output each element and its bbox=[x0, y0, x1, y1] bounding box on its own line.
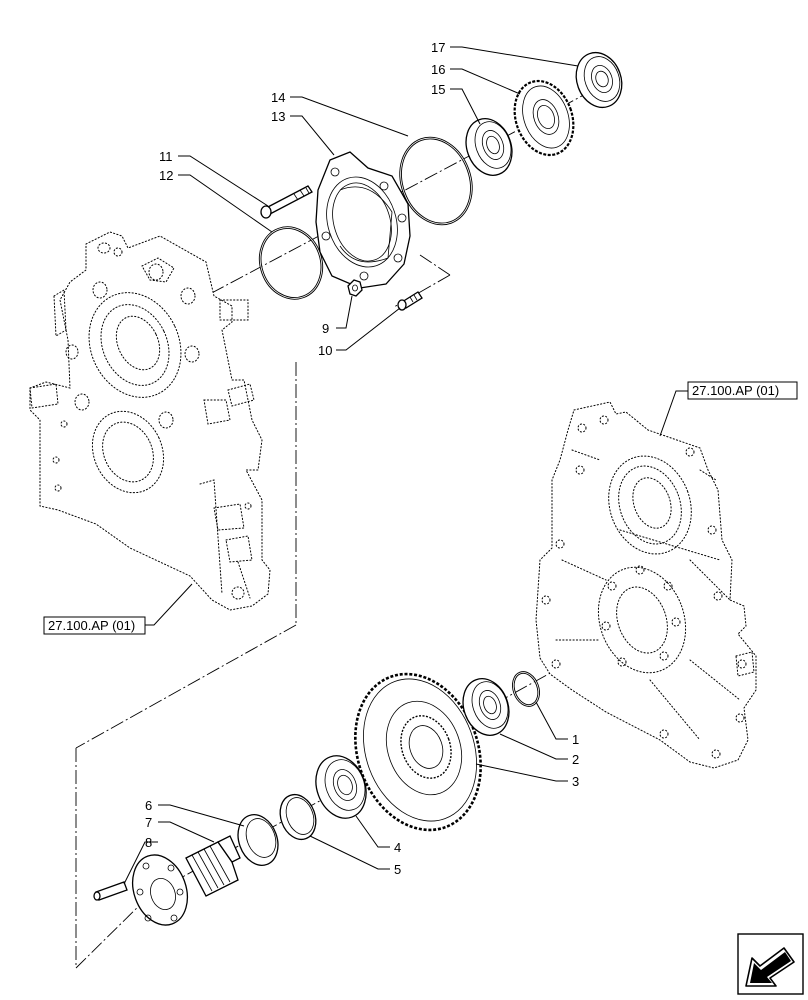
snap-ring-5 bbox=[279, 793, 317, 841]
o-ring-1 bbox=[512, 671, 540, 707]
bearing-17 bbox=[575, 51, 623, 109]
right-case bbox=[535, 401, 757, 769]
part-label-16: 16 bbox=[431, 62, 445, 77]
part-label-15: 15 bbox=[431, 82, 445, 97]
gear-16 bbox=[513, 79, 575, 157]
leader-lines bbox=[123, 46, 688, 885]
reference-box-right[interactable]: 27.100.AP (01) bbox=[687, 381, 798, 400]
left-housing bbox=[29, 231, 271, 611]
gear-3 bbox=[354, 672, 482, 832]
pin-8 bbox=[93, 881, 128, 901]
part-label-2: 2 bbox=[572, 752, 579, 767]
part-label-4: 4 bbox=[394, 840, 401, 855]
reference-box-left[interactable]: 27.100.AP (01) bbox=[43, 616, 146, 635]
part-label-14: 14 bbox=[271, 90, 285, 105]
part-label-3: 3 bbox=[572, 774, 579, 789]
part-labels: 17 16 15 14 13 11 12 9 10 1 2 3 4 5 6 7 … bbox=[145, 40, 579, 877]
part-label-5: 5 bbox=[394, 862, 401, 877]
part-label-1: 1 bbox=[572, 732, 579, 747]
part-label-11: 11 bbox=[159, 149, 173, 164]
flange-housing-13 bbox=[315, 151, 411, 289]
part-label-7: 7 bbox=[145, 815, 152, 830]
nut-9 bbox=[347, 279, 363, 297]
bearing-4 bbox=[315, 755, 367, 819]
reference-label-right: 27.100.AP (01) bbox=[692, 383, 779, 398]
part-label-17: 17 bbox=[431, 40, 445, 55]
bolt-11 bbox=[260, 185, 313, 219]
o-ring-14 bbox=[399, 136, 473, 226]
part-label-10: 10 bbox=[318, 343, 332, 358]
part-label-9: 9 bbox=[322, 321, 329, 336]
bearing-15 bbox=[465, 118, 513, 176]
part-label-13: 13 bbox=[271, 109, 285, 124]
splined-shaft-7 bbox=[131, 835, 241, 926]
part-label-8: 8 bbox=[145, 835, 152, 850]
o-ring-12 bbox=[258, 226, 324, 300]
spacer-ring-6 bbox=[237, 814, 279, 866]
reference-label-left: 27.100.AP (01) bbox=[48, 618, 135, 633]
arrow-icon[interactable] bbox=[737, 933, 804, 995]
part-label-12: 12 bbox=[159, 168, 173, 183]
bearing-2 bbox=[462, 678, 510, 736]
stud-10 bbox=[397, 291, 423, 311]
part-label-6: 6 bbox=[145, 798, 152, 813]
